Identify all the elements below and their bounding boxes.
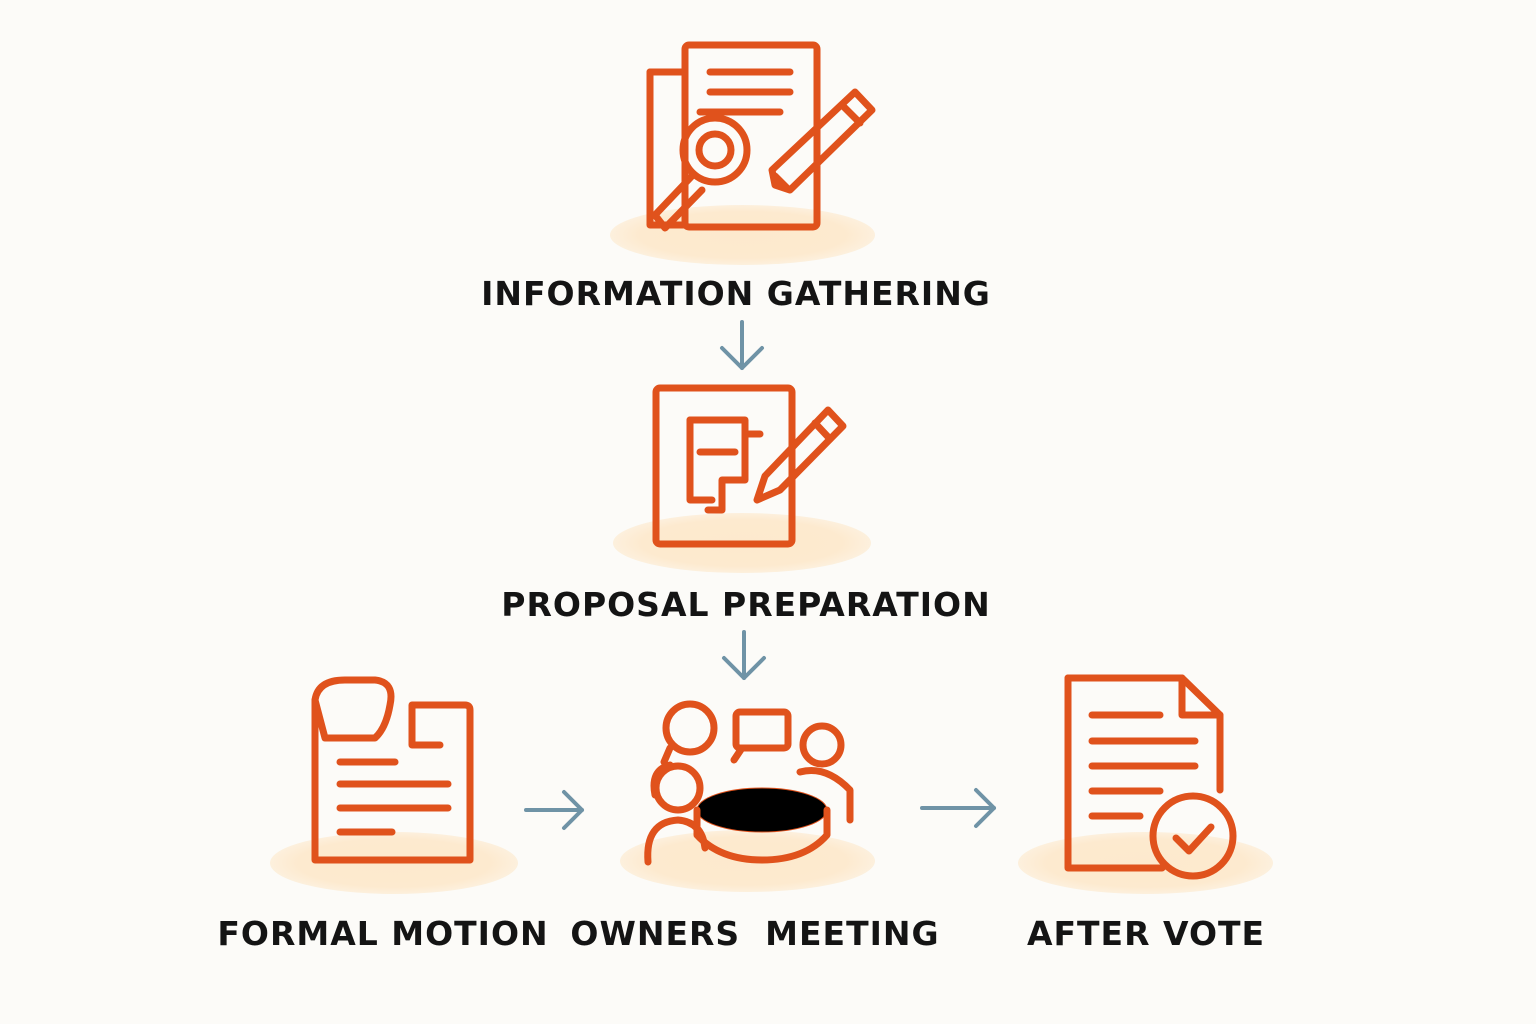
- stage-label-meeting: OWNERS MEETING: [570, 914, 940, 953]
- stage-label-after: AFTER VOTE: [1026, 914, 1266, 953]
- stage-label-motion: FORMAL MOTION: [217, 914, 549, 953]
- stage-label-proposal: PROPOSAL PREPARATION: [501, 585, 991, 624]
- stage-label-information: INFORMATION GATHERING: [481, 274, 991, 313]
